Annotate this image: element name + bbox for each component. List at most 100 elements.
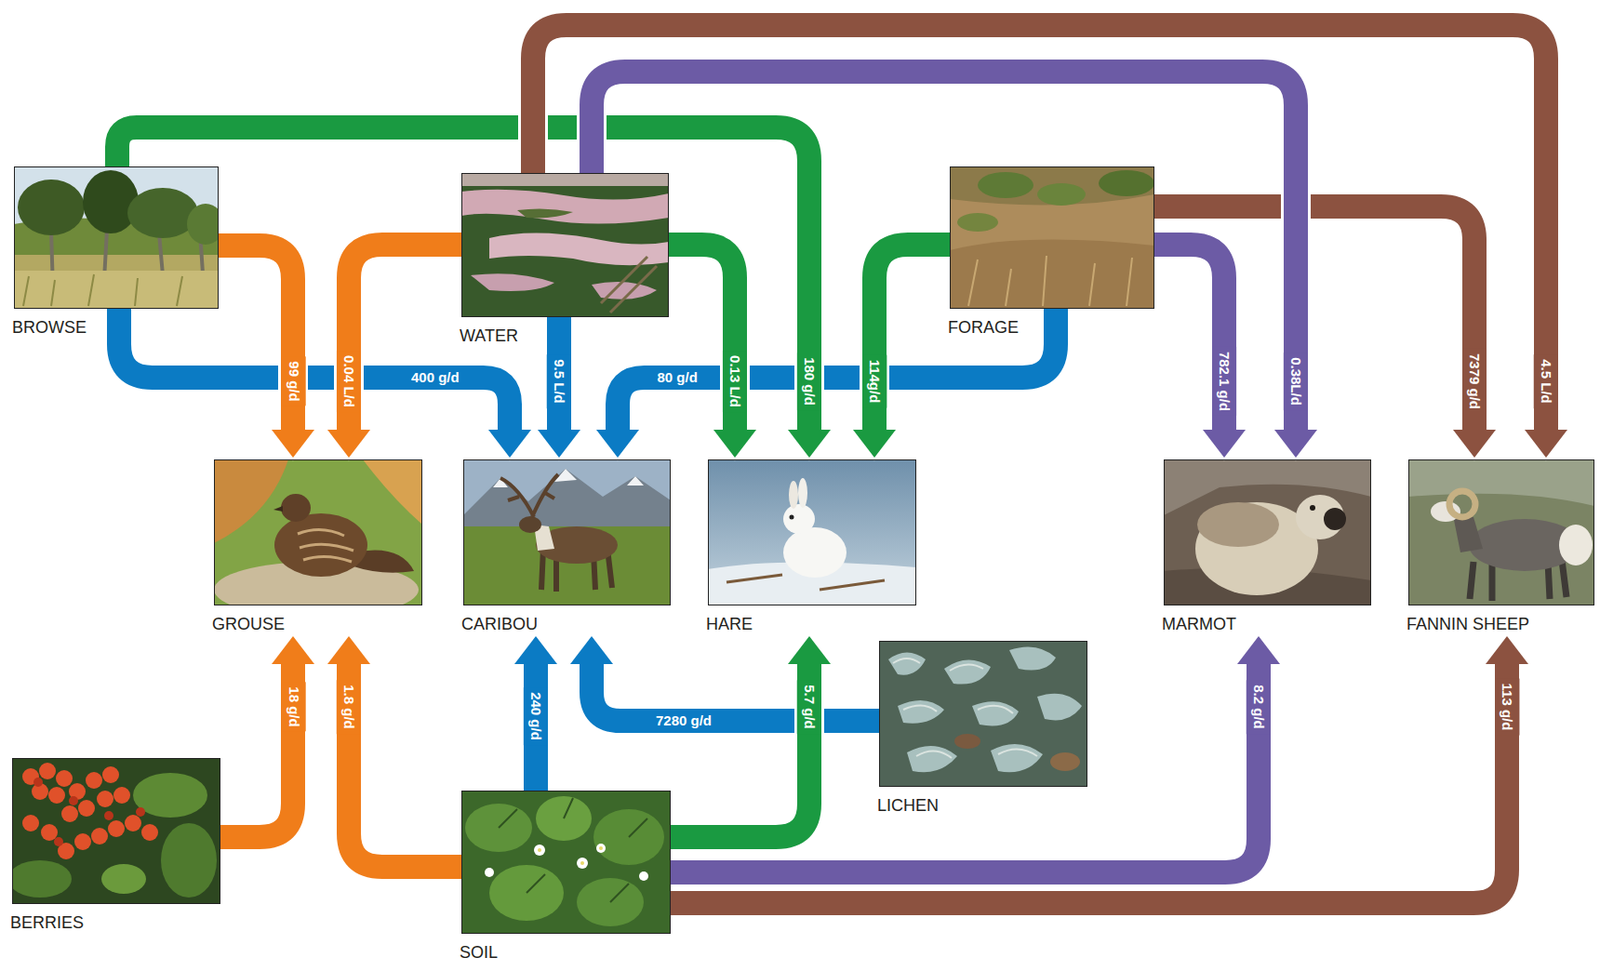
browse-photo [13, 166, 225, 309]
flow-rate-label: 9.5 L/d [546, 354, 572, 409]
forage-photo-shape [977, 172, 1034, 199]
lichen-photo-shape [954, 733, 981, 749]
photo-frame [879, 640, 1088, 787]
hare-photo-shape [783, 527, 847, 578]
flow-rate-label: 80 g/d [653, 365, 703, 390]
berries-photo-shape [48, 786, 66, 804]
flow-band [119, 308, 510, 431]
node-label: MARMOT [1161, 613, 1372, 635]
water-photo-shape [461, 173, 669, 318]
lichen-photo-shape [888, 646, 1082, 773]
species-node: CARIBOU [463, 459, 671, 635]
arrowhead [514, 636, 558, 665]
node-label: LICHEN [877, 795, 1088, 816]
berries-photo-shape [102, 766, 120, 784]
hare-photo-shape [783, 504, 815, 534]
berries-photo-shape [74, 833, 92, 851]
arrowhead [1202, 429, 1246, 458]
grouse-photo-shape [362, 459, 423, 525]
water-photo-shape [470, 273, 555, 292]
flow-arrow [117, 127, 831, 458]
forage-photo-shape [968, 255, 1133, 307]
grouse-photo-shape [280, 493, 311, 522]
arrowhead-outline [1202, 429, 1246, 458]
species-node: FORAGE [949, 166, 1155, 338]
sheep-photo-shape [1408, 459, 1595, 606]
soil-photo-shape [537, 848, 542, 853]
flow-band [348, 663, 462, 867]
grouse-photo-shape [297, 529, 354, 562]
berries-photo-shape [61, 805, 79, 823]
sheep-photo-shape [1449, 491, 1476, 518]
flow-band-outline [670, 663, 1507, 904]
lichen-photo-shape [1050, 752, 1080, 772]
marmot-photo-shape [1309, 505, 1316, 511]
berries-photo-shape [33, 777, 146, 847]
flow-band-outline [670, 663, 810, 838]
browse-photo-shape [17, 179, 85, 236]
soil-photo-shape [484, 867, 494, 878]
flow-arrow [670, 636, 1529, 904]
forage-photo-shape [949, 240, 1155, 309]
soil-photo-shape [580, 861, 585, 866]
caribou-photo-shape [463, 526, 671, 606]
flow-arrow [853, 244, 950, 458]
node-label: BROWSE [12, 317, 219, 338]
arrowhead [1237, 636, 1280, 665]
berries-photo-shape [8, 860, 72, 898]
flow-rate-label: 0.13 L/d [722, 350, 747, 413]
arrowhead [787, 636, 831, 665]
berries-photo-shape [91, 827, 108, 845]
flow-rate-label: 1.8 g/d [336, 680, 361, 734]
flow-band [117, 127, 810, 431]
arrowhead [271, 429, 315, 458]
browse-photo-shape [13, 270, 219, 309]
berries-photo-shape [22, 762, 159, 860]
arrowhead-outline [327, 429, 371, 458]
hare-photo-shape [707, 459, 917, 606]
lichen-photo-shape [893, 658, 1038, 759]
photo-frame [13, 166, 219, 309]
sheep-photo-shape [1559, 524, 1593, 566]
berries-photo-shape [124, 814, 142, 832]
flow-arrow [327, 636, 462, 867]
berries-photo-shape [68, 796, 79, 806]
flow-rate-label: 8.2 g/d [1246, 680, 1271, 734]
node-label: FORAGE [947, 317, 1155, 338]
sheep-photo [1408, 459, 1595, 606]
browse-photo-shape [23, 274, 183, 307]
berries-photo-shape [53, 837, 64, 847]
arrowhead [787, 429, 831, 458]
flow-band [546, 317, 572, 431]
species-node: WATER [461, 173, 669, 347]
flow-band-outline [544, 317, 574, 431]
flow-rate-label: 240 g/d [523, 687, 548, 746]
node-label: BERRIES [10, 912, 221, 934]
arrowhead-outline [1453, 429, 1496, 458]
caribou-photo [463, 459, 671, 606]
flow-band-outline [533, 25, 1547, 431]
flow-band [591, 663, 880, 721]
arrowhead-outline [570, 636, 614, 665]
flow-arrow [514, 636, 558, 791]
forage-photo-shape [1037, 183, 1086, 206]
arrowhead [1274, 429, 1318, 458]
flow-band-outline [348, 663, 462, 867]
grouse-photo-shape [274, 513, 368, 577]
node-label: WATER [459, 325, 669, 347]
arrowhead-outline [1485, 636, 1529, 665]
flow-arrow [670, 636, 1280, 873]
arrowhead [537, 429, 581, 458]
sheep-photo-shape [1453, 515, 1483, 553]
arrowhead-outline [596, 429, 640, 458]
berries-photo-shape [78, 800, 95, 817]
arrowhead [1524, 429, 1568, 458]
flow-arrow [533, 25, 1568, 458]
water-photo-shape [600, 256, 657, 313]
berries-photo-shape [107, 820, 125, 838]
node-label: SOIL [459, 942, 671, 963]
flow-rate-label: 113 g/d [1494, 679, 1520, 736]
photo-frame [461, 790, 671, 934]
